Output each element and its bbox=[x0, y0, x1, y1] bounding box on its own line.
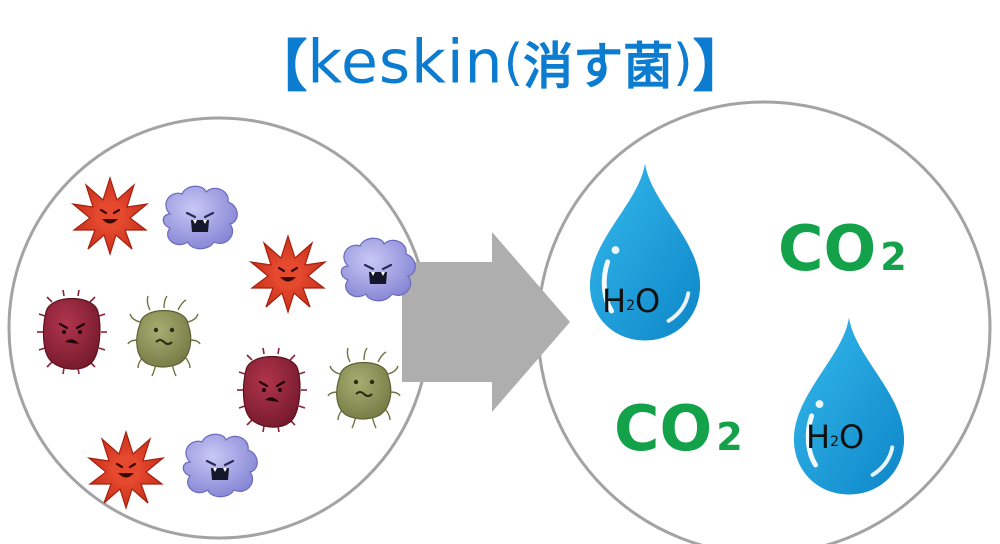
title-open-paren: ( bbox=[503, 33, 524, 92]
right-arrow-icon bbox=[402, 232, 570, 412]
title-open-bracket: 【 bbox=[251, 35, 308, 100]
title-close-bracket: 】 bbox=[692, 35, 749, 100]
page-title: 【keskin(消す菌)】 bbox=[0, 22, 1000, 103]
h2o-label-1: H2O bbox=[602, 282, 660, 320]
title-japanese: 消す菌 bbox=[523, 37, 674, 96]
purple-cloud-germ-icon bbox=[162, 185, 239, 250]
title-close-paren: ) bbox=[673, 33, 693, 92]
title-brand: keskin bbox=[307, 27, 504, 98]
h2o-label-2: H2O bbox=[806, 418, 864, 456]
purple-cloud-germ-icon bbox=[340, 237, 417, 302]
purple-cloud-germ-icon bbox=[182, 433, 259, 498]
